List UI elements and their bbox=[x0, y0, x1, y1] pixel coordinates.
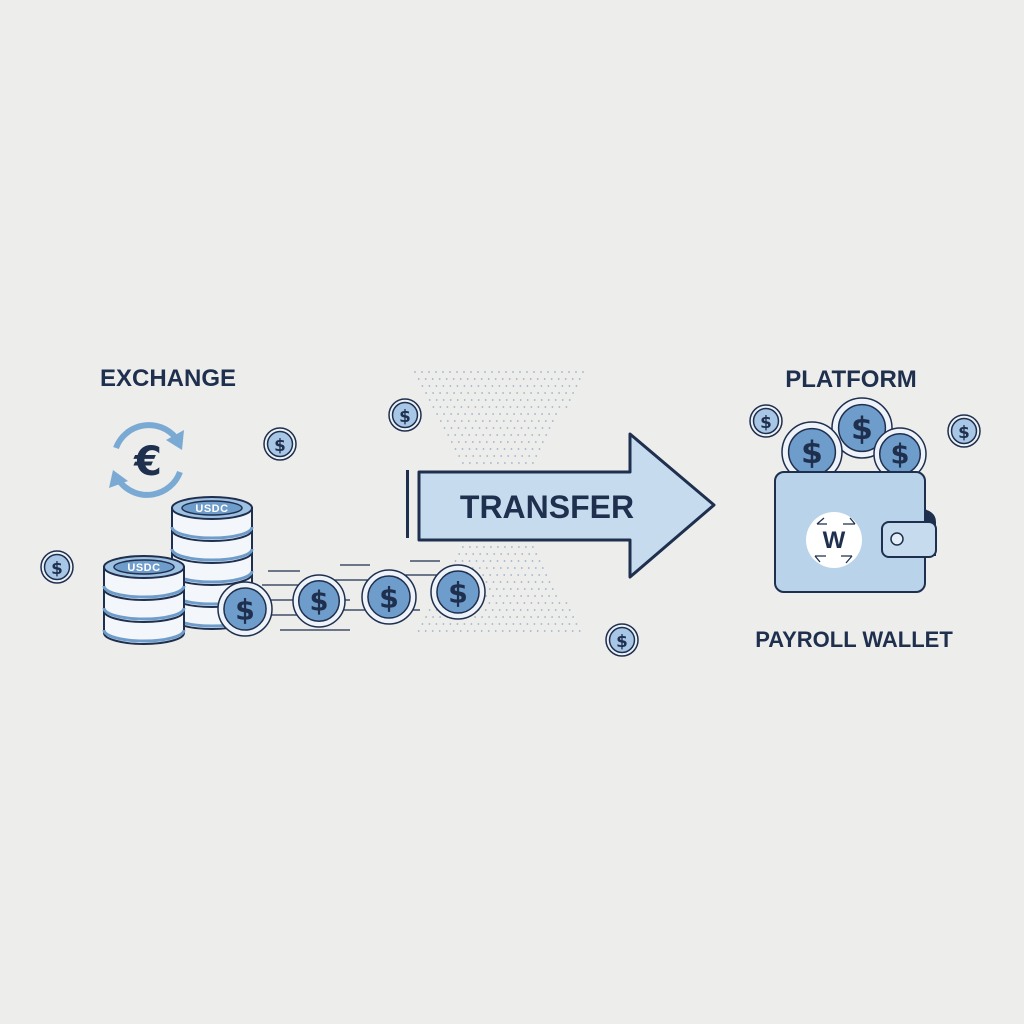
wallet-coin: $ bbox=[781, 421, 843, 483]
wallet-logo: W bbox=[823, 527, 846, 554]
dollar-sign: $ bbox=[891, 440, 910, 471]
payroll-wallet-label: PAYROLL WALLET bbox=[755, 627, 953, 652]
euro-exchange-icon: € bbox=[109, 422, 184, 498]
particle-dots bbox=[414, 371, 584, 632]
usdc-stack-front bbox=[102, 555, 186, 645]
floating-dollar-coin: $ bbox=[40, 550, 74, 584]
transfer-arrow: TRANSFER bbox=[406, 432, 716, 579]
euro-symbol: € bbox=[133, 439, 162, 485]
wallet-logo-badge bbox=[806, 512, 862, 568]
floating-dollar-coin: $ bbox=[605, 623, 639, 657]
usdc-label-back: USDC bbox=[195, 503, 228, 515]
dollar-sign: $ bbox=[379, 582, 399, 615]
moving-dollar-coin: $ bbox=[361, 569, 417, 625]
moving-dollar-coin: $ bbox=[430, 564, 486, 620]
dollar-sign: $ bbox=[958, 422, 970, 442]
floating-dollar-coin: $ bbox=[263, 427, 297, 461]
floating-dollar-coin: $ bbox=[749, 404, 783, 438]
dollar-sign: $ bbox=[310, 587, 329, 618]
transfer-label: TRANSFER bbox=[460, 489, 634, 525]
dollar-sign: $ bbox=[274, 435, 286, 455]
dollar-sign: $ bbox=[760, 412, 772, 432]
dollar-sign: $ bbox=[851, 411, 873, 447]
usdc-label-front: USDC bbox=[127, 562, 160, 574]
dollar-sign: $ bbox=[51, 558, 63, 578]
wallet-icon: W bbox=[774, 471, 937, 593]
moving-dollar-coin: $ bbox=[292, 574, 346, 628]
moving-dollar-coin: $ bbox=[217, 581, 273, 637]
exchange-label: EXCHANGE bbox=[100, 365, 236, 392]
floating-dollar-coin: $ bbox=[947, 414, 981, 448]
wallet-coins: $ $ $ bbox=[781, 397, 927, 483]
dollar-sign: $ bbox=[616, 631, 628, 651]
arrow-tail-bar bbox=[406, 470, 409, 538]
floating-dollar-coin: $ bbox=[388, 398, 422, 432]
dollar-sign: $ bbox=[448, 577, 468, 610]
dollar-sign: $ bbox=[399, 406, 411, 426]
dollar-sign: $ bbox=[801, 435, 823, 471]
dollar-sign: $ bbox=[235, 594, 255, 627]
wallet-clasp bbox=[881, 521, 937, 558]
wallet-coin: $ bbox=[873, 427, 927, 481]
platform-label: PLATFORM bbox=[785, 366, 917, 393]
coins-layer: $ $ $ $ $ $ $ $ $ $ bbox=[40, 398, 981, 657]
